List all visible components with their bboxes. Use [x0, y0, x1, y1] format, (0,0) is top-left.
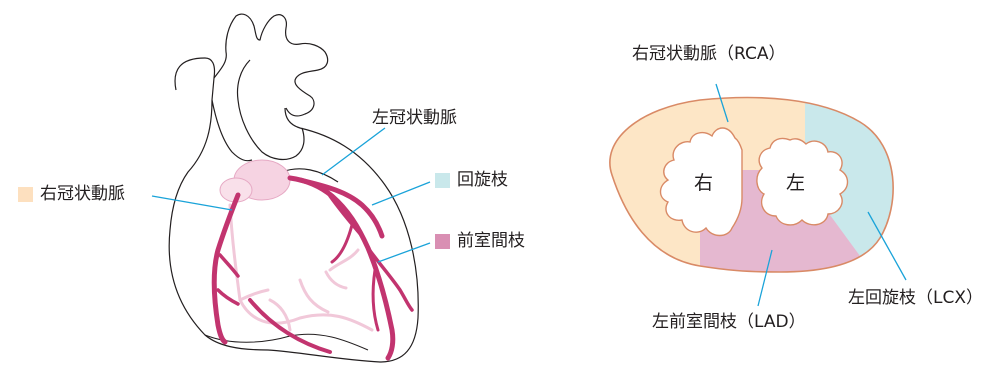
label-left-coronary-artery: 左冠状動脈: [372, 108, 457, 128]
coronary-vessels: [214, 178, 412, 358]
heart-leader-lines: [152, 128, 430, 262]
heart-illustration: [169, 14, 418, 362]
label-right-coronary-artery: 右冠状動脈: [40, 184, 125, 204]
aorta-outline: [214, 14, 328, 116]
label-lcx: 左回旋枝（LCX）: [848, 288, 983, 308]
aortic-root: [220, 160, 290, 202]
myocardial-cross-section: [590, 80, 920, 300]
leader-circumflex: [372, 182, 430, 205]
leader-right-coronary: [152, 196, 232, 210]
circumflex-swatch: [435, 173, 450, 188]
right-coronary-vessel: [214, 195, 238, 342]
heart-outline: [169, 58, 418, 362]
anterior-descending-swatch: [435, 234, 450, 249]
lower-outline: [205, 334, 368, 350]
label-lad: 左前室間枝（LAD）: [652, 312, 806, 332]
label-anterior-descending: 前室間枝: [457, 231, 525, 251]
leader-anterior-descending: [378, 243, 430, 262]
right-coronary-swatch: [18, 187, 33, 202]
inner-outline: [212, 100, 252, 161]
leader-left-coronary: [322, 128, 385, 175]
label-right-ventricle: 右: [694, 173, 713, 193]
label-rca: 右冠状動脈（RCA）: [632, 44, 785, 64]
label-circumflex: 回旋枝: [457, 170, 508, 190]
pulmonary-trunk-outline: [238, 60, 305, 159]
label-left-ventricle: 左: [786, 173, 805, 193]
